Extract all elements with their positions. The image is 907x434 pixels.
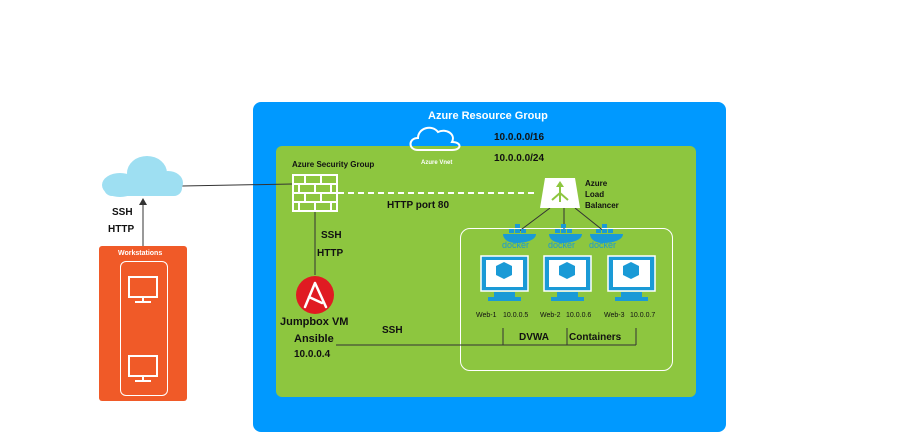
docker-label-3: docker xyxy=(589,240,617,250)
web-2-name: Web-2 xyxy=(540,312,561,319)
docker-icon-2 xyxy=(549,224,582,243)
containers-label-dvwa: DVWA xyxy=(519,332,549,343)
lb-label-line1: Azure xyxy=(585,179,608,188)
workstation-monitor-icon-2 xyxy=(128,355,158,382)
jumpbox-role: Ansible xyxy=(294,333,334,345)
docker-icon-1 xyxy=(503,224,536,243)
workstation-monitor-icon-1 xyxy=(128,276,158,303)
jumpbox-name: Jumpbox VM xyxy=(280,316,349,328)
jumpbox-link-http: HTTP xyxy=(317,248,344,259)
docker-icon-3 xyxy=(590,224,623,243)
jumpbox-ip: 10.0.0.4 xyxy=(294,349,331,360)
lb-to-web3-line xyxy=(574,207,606,233)
docker-label-2: docker xyxy=(548,240,576,250)
subnet-cidr: 10.0.0.0/24 xyxy=(494,153,545,164)
vnet-label: Azure Vnet xyxy=(421,160,453,166)
ansible-icon xyxy=(296,276,334,314)
security-group-label: Azure Security Group xyxy=(292,160,375,169)
vm-icon-web-1 xyxy=(480,255,529,301)
web-3-ip: 10.0.0.7 xyxy=(630,312,656,319)
workstations-label: Workstations xyxy=(118,250,163,257)
resource-group-title: Azure Resource Group xyxy=(428,110,548,122)
jumpbox-ssh-label: SSH xyxy=(382,325,403,336)
lb-label-line2: Load xyxy=(585,190,605,199)
workstation-arrowhead xyxy=(139,198,147,205)
internet-to-firewall-line xyxy=(181,183,293,187)
firewall-icon xyxy=(292,174,338,212)
web-2-ip: 10.0.0.6 xyxy=(566,312,592,319)
azure-vnet-cloud-icon xyxy=(409,126,461,151)
web-1-ip: 10.0.0.5 xyxy=(503,312,529,319)
load-balancer-icon xyxy=(540,178,580,208)
internet-link-http: HTTP xyxy=(108,224,135,235)
internet-cloud-icon xyxy=(102,156,183,197)
vnet-cidr: 10.0.0.0/16 xyxy=(494,132,545,143)
lb-label-line3: Balancer xyxy=(585,201,619,210)
jumpbox-link-ssh: SSH xyxy=(321,230,342,241)
containers-label-containers: Containers xyxy=(569,332,622,343)
internet-link-ssh: SSH xyxy=(112,207,133,218)
vm-icon-web-3 xyxy=(607,255,656,301)
workstations-inner-frame xyxy=(120,261,168,396)
docker-label-1: docker xyxy=(502,240,530,250)
lb-to-web1-line xyxy=(517,207,551,233)
web-1-name: Web-1 xyxy=(476,312,497,319)
containers-group xyxy=(460,228,673,371)
vm-icon-web-2 xyxy=(543,255,592,301)
web-3-name: Web-3 xyxy=(604,312,625,319)
http-link-label: HTTP port 80 xyxy=(387,200,450,211)
